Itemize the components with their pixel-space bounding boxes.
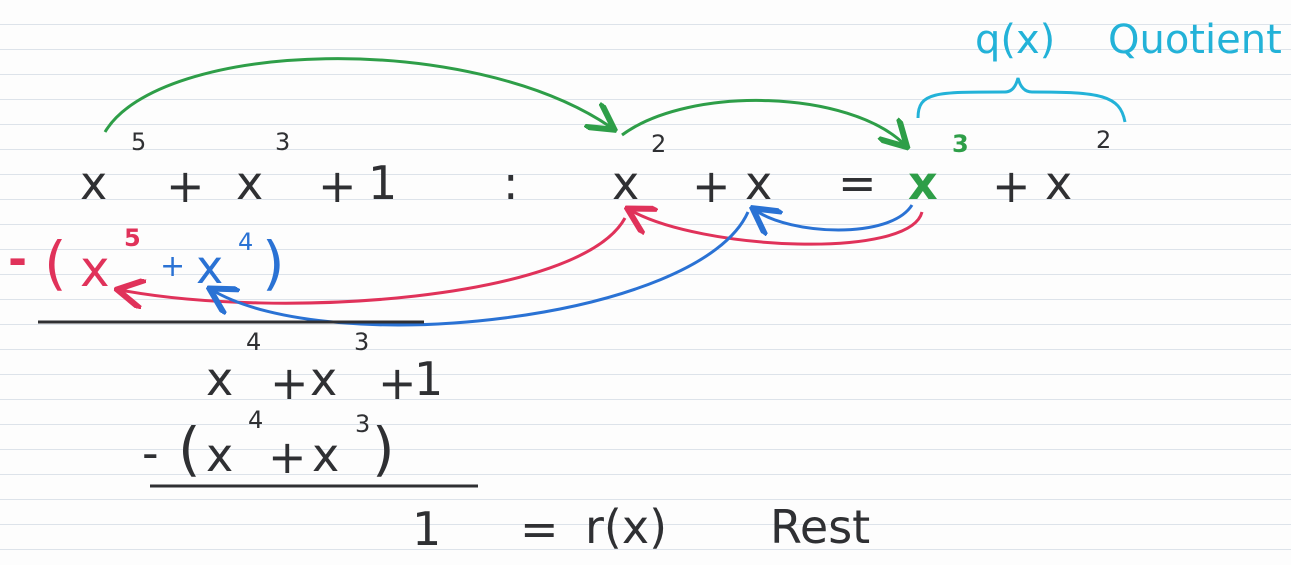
remainder-label: Rest [770,500,871,554]
remainder-symbol: r(x) [585,500,668,554]
step2-close-paren: ) [372,415,395,483]
step1-exp-2: 4 [238,228,254,256]
quotient-label: Quotient [1108,17,1282,63]
quotient-term-2: x [1045,156,1073,210]
step1-minus: - [8,232,28,286]
result1-term-1: x [206,352,234,406]
step2-term-1: x [206,428,234,482]
step1-term-2: x [196,240,224,294]
dividend-constant: 1 [368,156,398,210]
divisor-exp-1: 2 [651,130,667,158]
dividend-exp-1: 5 [131,128,147,156]
step1-term-1: x [80,240,110,298]
equals-sign: = [838,156,877,210]
remainder-equals: = [520,502,559,556]
step2-minus: - [142,426,159,480]
dividend-exp-2: 3 [275,128,291,156]
red-arrow-x3-to-x2 [630,210,924,246]
result1-exp-1: 4 [246,328,262,356]
remainder-value: 1 [412,502,442,556]
step2-exp-1: 4 [248,406,264,434]
result1-term-2: x [310,352,338,406]
step1-plus: + [160,249,186,284]
quotient-brace [916,77,1127,123]
quotient-plus: + [992,159,1031,213]
step2-plus: + [268,430,307,484]
step1-open-paren: ( [44,229,67,297]
quotient-exp-2: 2 [1096,126,1112,154]
step1-exp-1: 5 [124,224,141,252]
dividend-term-2: x [236,156,264,210]
step2-exp-2: 3 [355,410,371,438]
step2-open-paren: ( [178,415,201,483]
green-arrow-x5-to-x2 [103,57,612,132]
divide-sign: : [503,156,519,210]
divisor-plus: + [692,159,731,213]
step2-term-2: x [312,428,340,482]
dividend-term-1: x [80,156,108,210]
result1-exp-2: 3 [354,328,370,356]
quotient-term-1: x [908,156,938,210]
step1-close-paren: ) [262,229,285,297]
result1-plus-1: + [270,356,309,410]
result1-constant: 1 [414,352,444,406]
quotient-symbol: q(x) [975,17,1056,63]
blue-arrow-x-to-x4 [212,211,750,327]
divisor-term-1: x [612,156,640,210]
quotient-exp-1: 3 [952,130,969,158]
dividend-plus-1: + [166,159,205,213]
result1-plus-2: + [378,356,417,410]
divisor-term-2: x [745,156,773,210]
red-arrow-x2-to-x5 [120,217,627,303]
dividend-plus-2: + [318,159,357,213]
green-arrow-x2-to-x3 [621,98,905,145]
blue-arrow-x3-to-x [755,204,914,230]
